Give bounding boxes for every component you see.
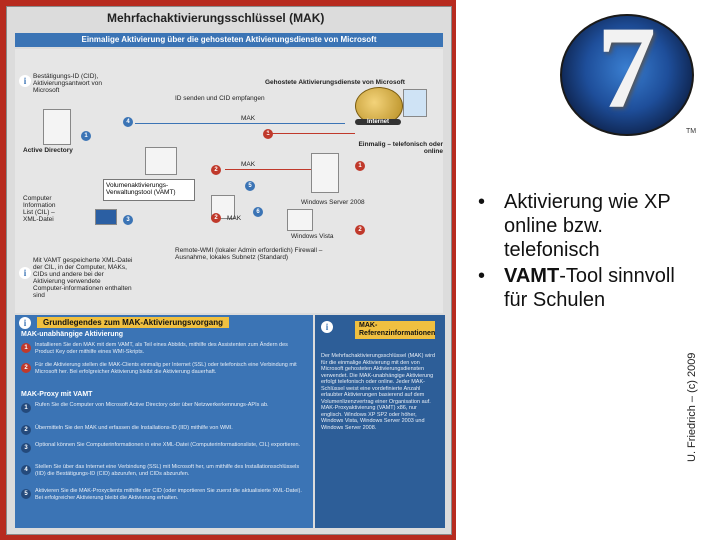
diagram-title: Mehrfachaktivierungsschlüssel (MAK) <box>107 11 325 25</box>
diagram-frame: Mehrfachaktivierungsschlüssel (MAK) Einm… <box>6 6 452 535</box>
reference-body: Der Mehrfachaktivierungsschlüssel (MAK) … <box>321 353 436 431</box>
internet-label: Internet <box>355 119 401 125</box>
process-item: Optional können Sie Computerinformatione… <box>35 442 301 448</box>
mak-tag-1: MAK <box>241 115 256 122</box>
bullet-item: • VAMT-Tool sinnvoll für Schulen <box>474 264 684 312</box>
hosted-services-label: Gehostete Aktivierungsdienste von Micros… <box>265 79 405 86</box>
reference-header: MAK-Referenzinformationen <box>355 321 435 339</box>
bullet-text: -Tool sinnvoll für Schulen <box>504 265 675 311</box>
process-item: Übermitteln Sie den MAK und erfassen die… <box>35 425 233 431</box>
active-directory-server-icon <box>43 109 71 145</box>
diagram-body: i Bestätigungs-ID (CID), Aktivierungsant… <box>15 49 443 313</box>
mak-diagram: Mehrfachaktivierungsschlüssel (MAK) Einm… <box>0 0 456 540</box>
cil-note: Mit VAMT gespeicherte XML-Datei der CIL,… <box>33 257 133 299</box>
mak-tag-2: MAK <box>241 161 256 168</box>
process-header: Grundlegendes zum MAK-Aktivierungsvorgan… <box>37 317 230 328</box>
mak-process-panel: i Grundlegendes zum MAK-Aktivierungsvorg… <box>15 315 313 528</box>
info-icon-4: i <box>321 321 333 333</box>
bullet-item: • Aktivierung wie XP online bzw. telefoni… <box>474 190 684 262</box>
step-badge: 2 <box>211 213 221 223</box>
windows-vista-icon <box>287 209 313 231</box>
step-badge: 4 <box>21 465 31 475</box>
bullet-bold-text: VAMT <box>504 265 560 287</box>
side-credit: U. Friedrich – (c) 2009 <box>686 352 698 462</box>
arrow <box>265 133 355 134</box>
arrow <box>225 169 311 170</box>
once-online-label: Einmalig – telefonisch oder online <box>358 141 443 155</box>
active-directory-label: Active Directory <box>23 147 73 154</box>
info-icon-3: i <box>19 317 31 329</box>
windows-server-label: Windows Server 2008 <box>301 199 365 206</box>
process-item: Aktivieren Sie die MAK-Proxyclients mith… <box>35 488 302 501</box>
step-badge: 1 <box>263 129 273 139</box>
phone-support-icon <box>403 89 427 117</box>
mak-reference-panel: i MAK-Referenzinformationen Der Mehrfach… <box>315 315 445 528</box>
process-item: Stellen Sie über das Internet eine Verbi… <box>35 464 300 477</box>
step-badge: 4 <box>123 117 133 127</box>
windows-7-logo-icon <box>560 14 694 136</box>
windows-server-icon <box>311 153 339 193</box>
step-badge: 2 <box>355 225 365 235</box>
step-badge: 2 <box>211 165 221 175</box>
step-badge: 1 <box>81 131 91 141</box>
step-badge: 1 <box>355 161 365 171</box>
internet-globe-icon <box>355 87 403 125</box>
trademark-label: TM <box>686 128 697 135</box>
vamt-label: Volumenaktivierungs-Verwaltungstool (VAM… <box>103 179 195 201</box>
bullet-dot: • <box>478 265 486 287</box>
windows-vista-label: Windows Vista <box>291 233 334 240</box>
diagram-top-bar: Einmalige Aktivierung über die gehostete… <box>15 33 443 47</box>
step-badge: 6 <box>253 207 263 217</box>
info-icon-2: i <box>19 267 31 279</box>
step-badge: 5 <box>245 181 255 191</box>
step-badge: 3 <box>123 215 133 225</box>
step-badge: 1 <box>21 343 31 353</box>
step-badge: 3 <box>21 443 31 453</box>
step-badge: 2 <box>21 425 31 435</box>
id-sent-label: ID senden und CID empfangen <box>175 95 265 102</box>
vamt-computer-icon <box>145 147 177 175</box>
process-sub-2: MAK-Proxy mit VAMT <box>21 391 93 398</box>
process-item: Für die Aktivierung stellen die MAK-Clie… <box>35 362 297 375</box>
logo-digit: 7 <box>597 2 656 133</box>
remote-wmi-label: Remote-WMI (lokaler Admin erforderlich) … <box>175 247 323 261</box>
mak-tag-3: MAK <box>227 215 242 222</box>
process-item: Rufen Sie die Computer von Microsoft Act… <box>35 402 269 408</box>
cil-label: Computer Information List (CIL) – XML-Da… <box>23 195 56 223</box>
bullet-dot: • <box>478 191 486 213</box>
step-badge: 1 <box>21 403 31 413</box>
process-item: Installieren Sie den MAK mit dem VAMT, a… <box>35 342 288 355</box>
slide-bullets: • Aktivierung wie XP online bzw. telefoni… <box>474 190 684 314</box>
step-badge: 5 <box>21 489 31 499</box>
step-badge: 2 <box>21 363 31 373</box>
arrow <box>135 123 345 124</box>
info-icon: i <box>19 75 31 87</box>
xml-file-icon <box>95 209 117 225</box>
bullet-text: Aktivierung wie XP online bzw. telefonis… <box>504 191 671 261</box>
process-sub-1: MAK-unabhängige Aktivierung <box>21 331 124 338</box>
step1-note: Bestätigungs-ID (CID), Aktivierungsantwo… <box>33 73 103 94</box>
